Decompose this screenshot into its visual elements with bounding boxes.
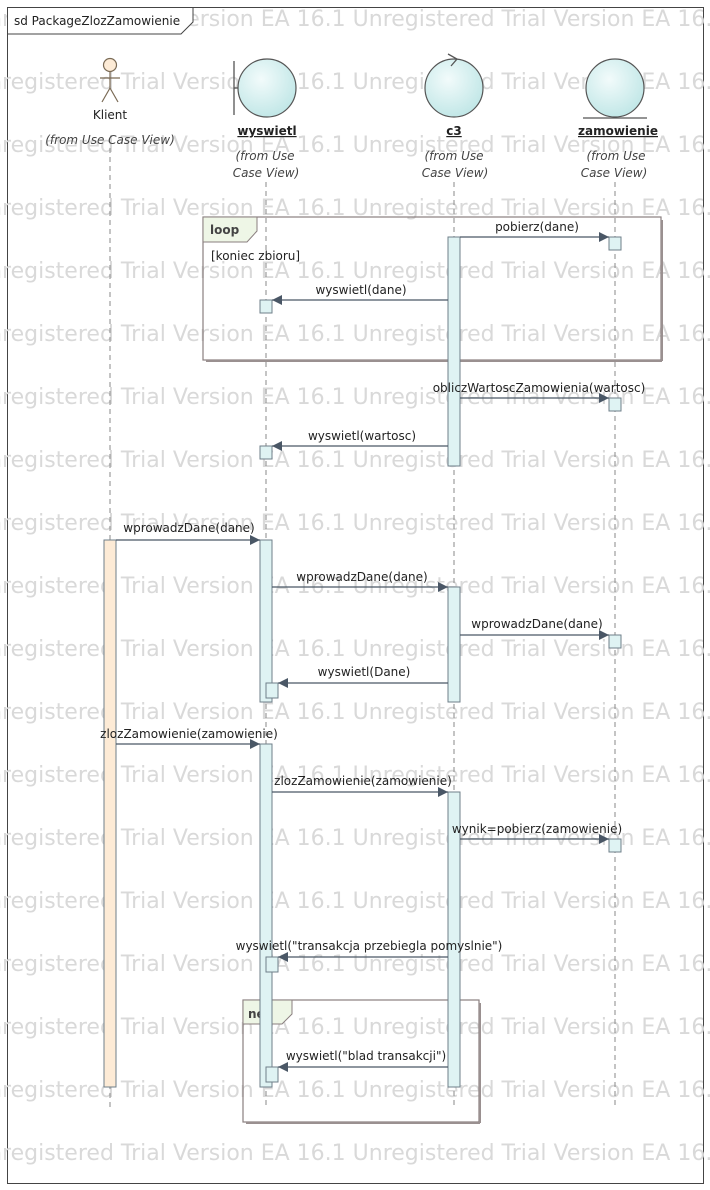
activation-zamowienie-3 (608, 634, 622, 649)
message-label-6: wprowadzDane(dane) (296, 570, 427, 584)
activation-c3-3 (447, 791, 461, 1088)
activation-zamowienie-1 (608, 236, 622, 251)
diagram-title-tab (7, 7, 194, 35)
message-label-13: wyswietl("blad transakcji") (286, 1049, 446, 1063)
activation-wyswietl-6 (265, 956, 279, 973)
watermark-row: Unregistered Trial Version EA 16.1 Unreg… (0, 889, 710, 914)
lifeline-c3-origin-2: Case View) (422, 166, 489, 180)
activation-wyswietl-5 (259, 743, 273, 1088)
activation-c3-1 (447, 236, 461, 467)
watermark-row: Unregistered Trial Version EA 16.1 Unreg… (0, 322, 710, 347)
activation-zamowienie-2 (608, 397, 622, 412)
message-label-12: wyswietl("transakcja przebiegla pomyslni… (236, 939, 503, 953)
activation-wyswietl-3 (259, 539, 273, 703)
lifeline-wyswietl-origin-1: (from Use (235, 149, 294, 163)
activation-wyswietl-4 (265, 682, 279, 699)
activation-wyswietl-7 (265, 1066, 279, 1083)
lifeline-c3-name: c3 (446, 124, 461, 138)
control-c3-icon (424, 53, 484, 118)
diagram-title: sd PackageZlozZamowienie (14, 14, 180, 28)
watermark-row: Unregistered Trial Version EA 16.1 Unreg… (0, 952, 710, 977)
actor-klient-icon (100, 57, 120, 103)
activation-wyswietl-1 (259, 299, 273, 314)
boundary-wyswietl-icon (233, 58, 297, 118)
watermark-row: Unregistered Trial Version EA 16.1 Unreg… (0, 637, 710, 662)
message-label-1: pobierz(dane) (495, 220, 579, 234)
lifeline-klient-name: Klient (93, 108, 128, 122)
message-label-5: wprowadzDane(dane) (123, 521, 254, 535)
message-label-10: zlozZamowienie(zamowienie) (274, 774, 452, 788)
lifeline-klient-origin: (from Use Case View) (45, 133, 175, 147)
message-label-3: obliczWartoscZamowienia(wartosc) (433, 381, 646, 395)
lifeline-zamowienie-origin-1: (from Use (586, 149, 645, 163)
message-label-11: wynik=pobierz(zamowienie) (452, 822, 622, 836)
watermark-row: Unregistered Trial Version EA 16.1 Unreg… (0, 763, 710, 788)
message-label-2: wyswietl(dane) (315, 283, 406, 297)
activation-c3-2 (447, 586, 461, 703)
message-label-7: wprowadzDane(dane) (471, 617, 602, 631)
loop-keyword: loop (210, 223, 240, 237)
watermark-row: Unregistered Trial Version EA 16.1 Unreg… (0, 133, 710, 158)
lifeline-zamowienie-name: zamowienie (578, 124, 658, 138)
watermark-row: Unregistered Trial Version EA 16.1 Unreg… (0, 511, 710, 536)
activation-klient (103, 539, 117, 1088)
watermark-row: Unregistered Trial Version EA 16.1 Unreg… (0, 700, 710, 725)
watermark-row: Unregistered Trial Version EA 16.1 Unreg… (0, 1141, 710, 1166)
activations (103, 236, 622, 1088)
message-label-4: wyswietl(wartosc) (308, 429, 416, 443)
lifeline-wyswietl-origin-2: Case View) (233, 166, 300, 180)
messages (116, 232, 609, 1072)
diagram-border (7, 7, 704, 1184)
message-label-8: wyswietl(Dane) (318, 665, 411, 679)
message-label-9: zlozZamowienie(zamowienie) (100, 727, 278, 741)
entity-zamowienie-icon (583, 58, 647, 119)
loop-guard: [koniec zbioru] (211, 249, 300, 263)
activation-wyswietl-2 (259, 445, 273, 460)
trial-watermark: Unregistered Trial Version EA 16.1 Unreg… (0, 7, 710, 1166)
watermark-row: Unregistered Trial Version EA 16.1 Unreg… (0, 259, 710, 284)
lifeline-wyswietl-name: wyswietl (237, 124, 296, 138)
loop-fragment (202, 216, 663, 362)
watermark-row: Unregistered Trial Version EA 16.1 Unreg… (0, 1078, 710, 1103)
watermark-row: Unregistered Trial Version EA 16.1 Unreg… (0, 448, 710, 473)
activation-zamowienie-4 (608, 838, 622, 853)
lifeline-c3-origin-1: (from Use (424, 149, 483, 163)
lifeline-zamowienie-origin-2: Case View) (581, 166, 648, 180)
watermark-row: Unregistered Trial Version EA 16.1 Unreg… (0, 1015, 710, 1040)
